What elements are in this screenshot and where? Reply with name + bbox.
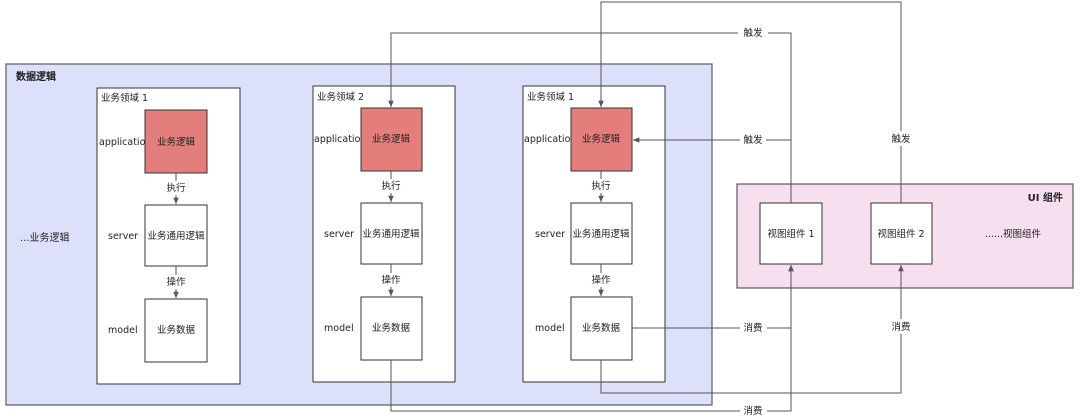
domain-3-logic-box <box>570 107 633 172</box>
view-component-ellipsis: ......视图组件 <box>985 228 1042 240</box>
domain-3-server-label: server <box>535 229 565 240</box>
connector-trigger-right-b <box>598 1 902 131</box>
domain-2-server-label: server <box>324 229 354 240</box>
domain-1-title: 业务领域 1 <box>101 92 148 104</box>
domain-3: 业务领域 1 application 业务逻辑 执行 server 业务通用逻辑… <box>522 85 666 383</box>
data-layer-ellipsis: ...业务逻辑 <box>20 231 70 244</box>
domain-1-edge-execute: 执行 <box>166 182 186 194</box>
domain-2: 业务领域 2 application 业务逻辑 执行 server 业务通用逻辑… <box>312 85 456 383</box>
domain-2-application-label: application <box>314 134 366 145</box>
connector-consume-right-a <box>600 334 902 394</box>
label-consume-right: 消费 <box>891 321 910 333</box>
view-component-2-text: 视图组件 2 <box>877 228 924 240</box>
domain-2-edge-operate: 操作 <box>381 274 401 286</box>
data-layer-title: 数据逻辑 <box>16 70 56 83</box>
domain-3-data-box <box>570 296 633 361</box>
view-component-1-text: 视图组件 1 <box>767 228 814 240</box>
domain-3-application-label: application <box>524 134 576 145</box>
label-consume-bottom: 消费 <box>743 405 762 417</box>
domain-2-title: 业务领域 2 <box>317 91 364 103</box>
domain-1-common-text: 业务通用逻辑 <box>147 230 205 242</box>
domain-1-server-label: server <box>108 231 138 242</box>
domain-3-title: 业务领域 1 <box>527 91 574 103</box>
domain-3-edge-operate: 操作 <box>591 274 611 286</box>
domain-2-logic-box <box>360 107 423 172</box>
domain-2-data-box <box>360 296 423 361</box>
domain-2-common-text: 业务通用逻辑 <box>362 228 420 240</box>
connector-consume-bottom-a <box>390 360 740 412</box>
label-consume-middle: 消费 <box>743 322 762 334</box>
domain-3-model-label: model <box>535 323 565 334</box>
domain-1: 业务领域 1 application 业务逻辑 执行 server 业务通用逻辑… <box>96 87 241 385</box>
view-component-2-box <box>870 202 933 265</box>
domain-2-data-text: 业务数据 <box>372 322 411 334</box>
domain-2-edge-execute: 执行 <box>381 180 401 192</box>
view-component-1-box <box>759 202 823 265</box>
domain-1-logic-box <box>144 109 208 174</box>
domain-1-data-box <box>144 298 208 363</box>
label-bg-trigger-top <box>738 26 768 39</box>
domain-1-logic-text: 业务逻辑 <box>157 136 196 148</box>
domain-2-model-label: model <box>324 323 354 334</box>
domain-3-edge-execute: 执行 <box>591 180 611 192</box>
connector-trigger-top <box>388 32 792 203</box>
label-trigger-top: 触发 <box>743 27 763 39</box>
domain-2-logic-text: 业务逻辑 <box>372 133 411 145</box>
label-trigger-middle: 触发 <box>743 134 763 146</box>
domain-3-logic-text: 业务逻辑 <box>582 133 621 145</box>
domain-3-data-text: 业务数据 <box>582 322 621 334</box>
connector-consume-bottom-b <box>767 265 794 412</box>
ui-layer-title: UI 组件 <box>1028 191 1063 204</box>
domain-3-common-text: 业务通用逻辑 <box>572 228 630 240</box>
domain-1-application-label: application <box>99 137 151 148</box>
label-trigger-right: 触发 <box>891 133 911 145</box>
domain-1-model-label: model <box>108 325 138 336</box>
domain-1-edge-operate: 操作 <box>166 276 186 288</box>
domain-1-data-text: 业务数据 <box>157 324 196 336</box>
domain-2-common-box <box>360 202 423 265</box>
